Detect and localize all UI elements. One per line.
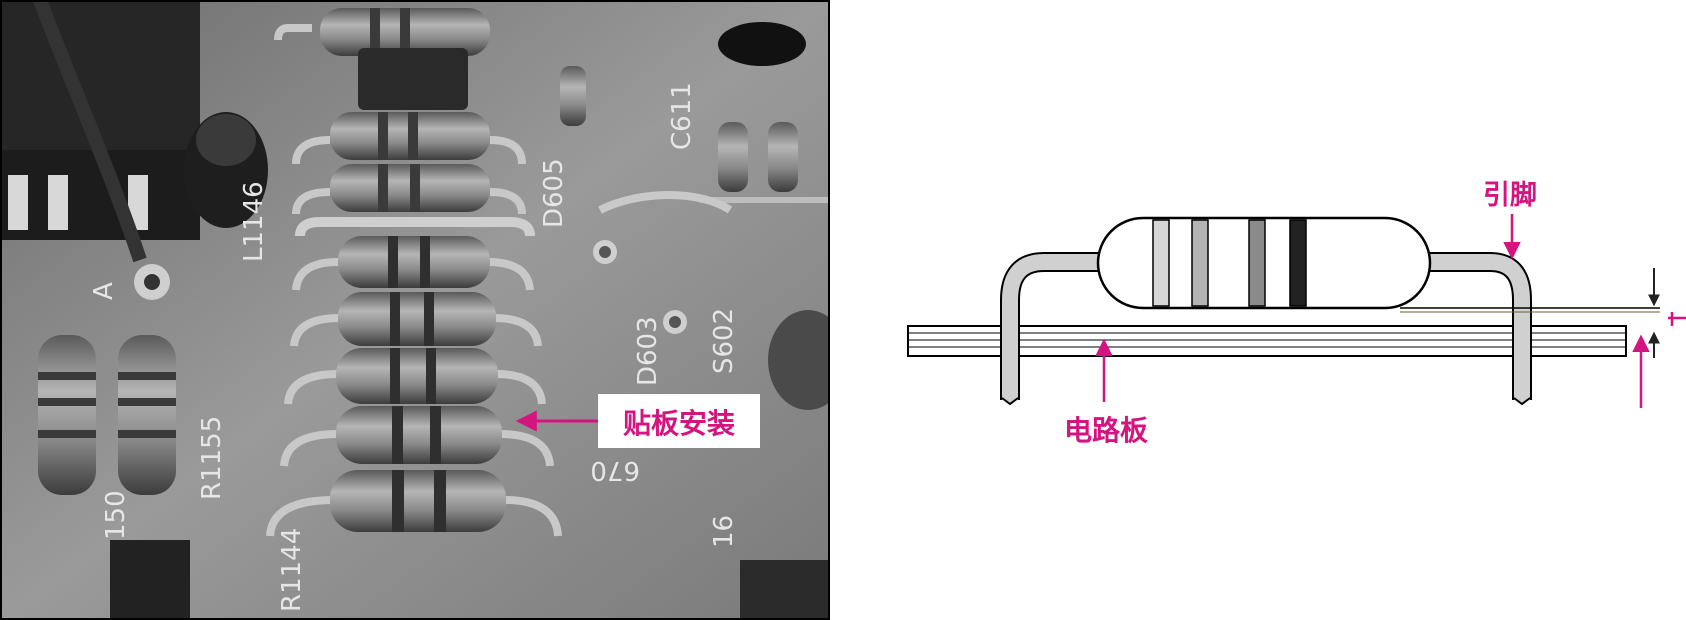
pcb-photo: D605 D603 R1155 R1144 L1146 S602 C611 A …	[2, 2, 828, 618]
photo-frame	[0, 0, 830, 620]
silk-16: 16	[709, 515, 739, 548]
callout-box	[598, 394, 760, 448]
mounting-diagram: 引脚 电路板	[907, 180, 1686, 447]
resistor-vertical-2	[118, 335, 176, 495]
callout-label: 贴板安装	[623, 407, 735, 440]
wire	[33, 2, 147, 263]
resistor-stack	[266, 8, 562, 537]
color-band-3	[1248, 219, 1266, 307]
silk-d605: D605	[539, 158, 569, 228]
color-band-4	[1289, 219, 1307, 307]
silk-l1146: L1146	[239, 181, 269, 262]
silk-r1144: R1144	[277, 528, 307, 612]
silk-s602: S602	[709, 308, 739, 374]
color-band-2	[1191, 219, 1209, 307]
silk-d603: D603	[633, 316, 663, 386]
gap-dimension	[1400, 268, 1686, 408]
board-label: 电路板	[1064, 414, 1148, 447]
lead-label: 引脚	[1483, 180, 1537, 211]
color-band-1	[1152, 219, 1170, 307]
silk-c611: C611	[667, 82, 697, 150]
circuit-board	[907, 325, 1627, 357]
resistor-vertical-1	[38, 335, 96, 495]
resistor-body	[1096, 216, 1432, 310]
silk-r1155: R1155	[197, 416, 227, 500]
silk-670: 670	[590, 455, 640, 485]
silk-150: 150	[101, 490, 131, 540]
silk-a: A	[89, 282, 119, 300]
